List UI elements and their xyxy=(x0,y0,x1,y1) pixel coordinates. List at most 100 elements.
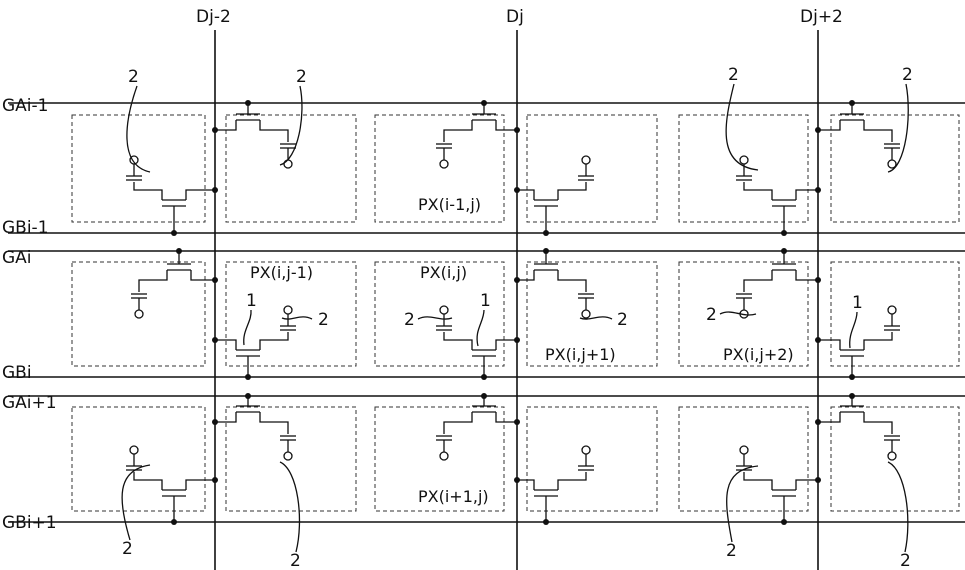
ref-numeral-capacitor: 2 xyxy=(900,551,911,570)
gate-line-label-gbi: GBi xyxy=(2,363,32,383)
data-line-label-dj+2: Dj+2 xyxy=(800,7,843,27)
drain-wire xyxy=(496,340,517,350)
data-line-label-dj: Dj xyxy=(506,7,524,27)
leader-line xyxy=(727,466,758,542)
ref-numeral-capacitor: 2 xyxy=(617,310,628,330)
terminal-circle xyxy=(440,452,448,460)
terminal-circle xyxy=(284,452,292,460)
pixel-circuit xyxy=(514,248,594,318)
drain-wire xyxy=(796,270,818,280)
ref-numeral-capacitor: 2 xyxy=(128,67,139,87)
source-wire xyxy=(558,472,586,490)
pixel-circuit xyxy=(436,100,520,168)
pixel-circuit xyxy=(514,446,594,525)
pixel-circuit xyxy=(126,446,218,525)
pixel-circuit xyxy=(514,156,594,236)
leader-line xyxy=(282,317,312,319)
source-wire xyxy=(864,120,892,142)
drain-wire xyxy=(818,340,840,350)
source-wire xyxy=(744,270,772,292)
source-wire xyxy=(558,182,586,200)
source-wire xyxy=(444,120,472,142)
pixel-label-px-i-j: PX(i,j) xyxy=(420,263,467,282)
ref-numeral-capacitor: 2 xyxy=(728,65,739,85)
gate-line-label-gai: GAi xyxy=(2,248,32,268)
ref-numeral-capacitor: 2 xyxy=(706,305,717,325)
source-wire xyxy=(444,332,472,350)
gate-line-label-gai+1: GAi+1 xyxy=(2,393,57,413)
ref-numeral-capacitor: 2 xyxy=(318,310,329,330)
source-wire xyxy=(139,270,167,292)
leader-line xyxy=(720,312,756,315)
gate-line-label-gai-1: GAi-1 xyxy=(2,96,48,116)
source-wire xyxy=(444,412,472,434)
pixel-circuit xyxy=(212,306,296,380)
ref-numeral-capacitor: 2 xyxy=(122,539,133,559)
source-wire xyxy=(744,182,772,200)
ref-numeral-capacitor: 2 xyxy=(290,551,301,570)
drain-wire xyxy=(186,480,215,490)
pixel-circuits xyxy=(126,100,900,525)
drain-wire xyxy=(496,412,517,422)
leader-line xyxy=(280,462,299,552)
drain-wire xyxy=(796,190,818,200)
terminal-circle xyxy=(888,306,896,314)
ref-numeral-transistor: 1 xyxy=(246,291,257,311)
terminal-circle xyxy=(284,306,292,314)
ref-numeral-transistor: 1 xyxy=(480,291,491,311)
drain-wire xyxy=(796,480,818,490)
ref-numeral-transistor: 1 xyxy=(852,293,863,313)
source-wire xyxy=(134,472,162,490)
gate-line-label-gbi+1: GBi+1 xyxy=(2,513,57,533)
leader-line xyxy=(888,462,908,552)
terminal-circle xyxy=(135,310,143,318)
pixel-circuit xyxy=(815,306,900,380)
pixel-box xyxy=(226,115,356,222)
data-line-label-dj-2: Dj-2 xyxy=(196,7,231,27)
leader-line xyxy=(122,465,150,540)
source-wire xyxy=(260,332,288,350)
leader-line xyxy=(418,317,452,319)
terminal-circle xyxy=(888,452,896,460)
terminal-circle xyxy=(582,310,590,318)
terminal-circle xyxy=(740,446,748,454)
terminal-circle xyxy=(440,160,448,168)
drain-wire xyxy=(186,190,215,200)
source-wire xyxy=(558,270,586,292)
leader-line xyxy=(477,310,484,346)
terminal-circle xyxy=(440,306,448,314)
pixel-circuit xyxy=(212,393,296,460)
ref-numeral-capacitor: 2 xyxy=(296,67,307,87)
pixel-label-px-i+1-j: PX(i+1,j) xyxy=(418,487,489,506)
ref-numeral-capacitor: 2 xyxy=(404,310,415,330)
source-wire xyxy=(260,120,288,142)
drain-wire xyxy=(191,270,215,280)
source-wire xyxy=(260,412,288,434)
drain-wire xyxy=(818,120,840,130)
source-wire xyxy=(134,182,162,200)
pixel-circuit xyxy=(436,393,520,460)
ref-numeral-capacitor: 2 xyxy=(902,65,913,85)
leader-line xyxy=(850,312,857,348)
source-wire xyxy=(864,412,892,434)
pixel-label-px-i-j+2: PX(i,j+2) xyxy=(723,345,794,364)
ref-numeral-capacitor: 2 xyxy=(726,541,737,561)
terminal-circle xyxy=(582,156,590,164)
pixel-circuit xyxy=(815,393,900,460)
gate-line-label-gbi-1: GBi-1 xyxy=(2,218,49,238)
pixel-circuit xyxy=(815,100,900,168)
pixel-circuit xyxy=(736,446,821,525)
leader-line xyxy=(280,86,302,165)
terminal-circle xyxy=(740,156,748,164)
pixel-label-px-i-j+1: PX(i,j+1) xyxy=(545,345,616,364)
terminal-circle xyxy=(130,446,138,454)
pixel-label-px-i-1-j: PX(i-1,j) xyxy=(418,195,481,214)
pixel-label-px-i-j-1: PX(i,j-1) xyxy=(250,263,313,282)
drain-wire xyxy=(496,120,517,130)
pixel-circuit xyxy=(212,100,296,168)
terminal-circle xyxy=(284,160,292,168)
source-wire xyxy=(864,332,892,350)
source-wire xyxy=(744,472,772,490)
leader-line xyxy=(888,84,908,172)
